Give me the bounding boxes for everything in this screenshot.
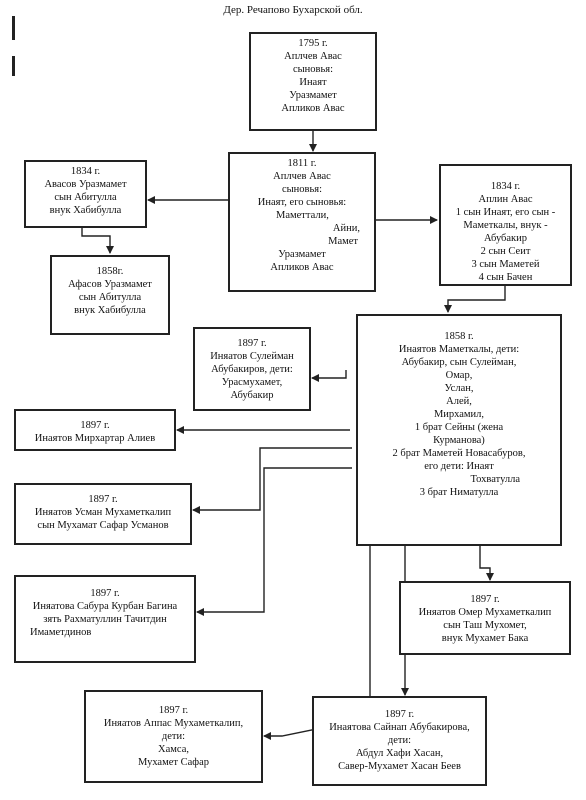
record-line: Аплчев Авас (284, 51, 342, 62)
record-1897-sainap: 1897 г. Инаятова Сайнап Абубакирова, дет… (312, 696, 487, 786)
link-1834a-1858a (81, 228, 114, 254)
record-line: сын Абитулла (78, 292, 142, 303)
record-line: Урасмухамет, (221, 377, 283, 388)
record-line: Аплин Авас (478, 194, 533, 205)
record-line: зять Рахматуллин Тачитдин (43, 614, 167, 625)
record-1897-omer: 1897 г. Иняатов Омер Мухаметкалип сын Та… (399, 581, 571, 655)
record-line: Курманова) (433, 435, 485, 446)
record-line: Омар, (445, 370, 473, 381)
year-label: 1897 г. (237, 338, 267, 349)
record-line: внук Хабибулла (74, 305, 146, 316)
record-line: Апликов Авас (270, 262, 334, 273)
record-line: Тохватулла (470, 474, 520, 485)
record-line: Абубакир (483, 233, 528, 244)
record-line: Уразмамет (278, 249, 326, 260)
record-line: Уразмамет (289, 90, 337, 101)
link-1858-1897e (479, 546, 494, 581)
year-label: 1858г. (96, 266, 124, 277)
record-1811: 1811 г. Аплчев Авас сыновья: Инаят, его … (228, 152, 376, 292)
link-1834b-1858 (444, 286, 506, 313)
record-1795: 1795 г. Аплчев Авас сыновья: Инаят Уразм… (249, 32, 377, 131)
record-line: 3 брат Ниматулла (419, 487, 499, 498)
year-label: 1897 г. (384, 709, 415, 720)
year-label: 1811 г. (287, 158, 317, 169)
record-line: Аплчев Авас (273, 171, 331, 182)
record-line: 1 сын Инаят, его сын - (455, 207, 556, 218)
record-line: Маметтали, (276, 210, 329, 221)
record-line: 3 сын Маметей (471, 259, 540, 270)
record-line: 1 брат Сейны (жена (414, 422, 504, 433)
record-line: сыновья: (281, 184, 323, 195)
record-line: Инаятов Маметкалы, дети: (398, 344, 520, 355)
year-label: 1795 г. (298, 38, 328, 49)
record-line: Мирхамил, (433, 409, 485, 420)
record-line: Хамса, (158, 744, 189, 755)
record-1834-right: 1834 г. Аплин Авас 1 сын Инаят, его сын … (439, 164, 572, 286)
record-line: сын Абитулла (54, 192, 117, 203)
record-line: сын Таш Мухомет, (443, 620, 527, 631)
year-label: 1897 г. (158, 705, 189, 716)
record-line: Маметкалы, внук - (463, 220, 548, 231)
record-1897-usman: 1897 г. Иняатов Усман Мухаметкалип сын М… (14, 483, 192, 545)
record-line: Иняатов Аппас Мухаметкалип, (103, 718, 244, 729)
record-line: Абубакир, сын Сулейман, (401, 357, 517, 368)
record-line: Иняатова Сабура Курбан Багина (32, 601, 178, 612)
record-1897-appas: 1897 г. Иняатов Аппас Мухаметкалип, дети… (84, 690, 263, 783)
record-line: Инаятова Сайнап Абубакирова, (329, 722, 470, 733)
record-line: Алей, (446, 396, 472, 407)
record-line: Иняатов Омер Мухаметкалип (418, 607, 552, 618)
record-line: дети: (161, 731, 186, 742)
record-line: 2 сын Сеит (480, 246, 531, 257)
year-label: 1897 г. (470, 594, 500, 605)
year-label: 1897 г. (90, 588, 120, 599)
record-line: сыновья: (292, 64, 334, 75)
record-line: Апликов Авас (281, 103, 345, 114)
record-1858-left: 1858г. Афасов Уразмамет сын Абитулла вну… (50, 255, 170, 335)
link-1858-1897a (311, 370, 347, 382)
record-line: Абубакир (230, 390, 274, 401)
record-line: внук Хабибулла (49, 205, 122, 216)
record-line: Айни, (332, 223, 360, 234)
record-line: Инаятов Мирхартар Алиев (34, 433, 156, 444)
record-line: Мухамет Сафар (138, 757, 209, 768)
year-label: 1834 г. (70, 166, 101, 177)
record-1897-mirkhartar: 1897 г. Инаятов Мирхартар Алиев (14, 409, 176, 451)
margin-mark (12, 16, 15, 40)
record-line: Савер-Мухамет Хасан Беев (338, 761, 461, 772)
record-1897-suleiman: 1897 г. Иняатов Сулейман Абубакиров, дет… (193, 327, 311, 411)
link-1858-1897c (192, 447, 352, 514)
page-header: Дер. Речапово Бухарской обл. (223, 4, 363, 16)
record-line: его дети: Инаят (424, 461, 494, 472)
record-1897-sabura: 1897 г. Иняатова Сабура Курбан Багина зя… (14, 575, 196, 663)
record-line: Инаят (299, 77, 327, 88)
record-line: Иняатов Сулейман (210, 351, 294, 362)
record-line: Инаят, его сыновья: (257, 197, 347, 208)
record-1858-main: 1858 г. Инаятов Маметкалы, дети: Абубаки… (356, 314, 562, 546)
link-1858-1897d (196, 467, 352, 616)
record-line: Афасов Уразмамет (68, 279, 152, 290)
year-label: 1897 г. (80, 420, 110, 431)
year-label: 1897 г. (88, 494, 118, 505)
record-line: внук Мухамет Бака (441, 633, 529, 644)
record-line: Абубакиров, дети: (211, 364, 293, 375)
year-label: 1834 г. (490, 181, 521, 192)
record-line: Абдул Хафи Хасан, (355, 748, 444, 759)
year-label: 1858 г. (444, 331, 474, 342)
record-line: Мамет (328, 236, 358, 247)
record-line: сын Мухамат Сафар Усманов (37, 520, 169, 531)
record-line: Имаметдинов (30, 627, 92, 638)
record-line: 4 сын Бачен (478, 272, 533, 283)
record-line: 2 брат Маметей Новасабуров, (392, 448, 526, 459)
record-line: Услан, (444, 383, 474, 394)
margin-mark (12, 56, 15, 76)
record-1834-left: 1834 г. Авасов Уразмамет сын Абитулла вн… (24, 160, 147, 228)
record-line: Авасов Уразмамет (44, 179, 127, 190)
record-line: дети: (387, 735, 412, 746)
record-line: Иняатов Усман Мухаметкалип (34, 507, 172, 518)
